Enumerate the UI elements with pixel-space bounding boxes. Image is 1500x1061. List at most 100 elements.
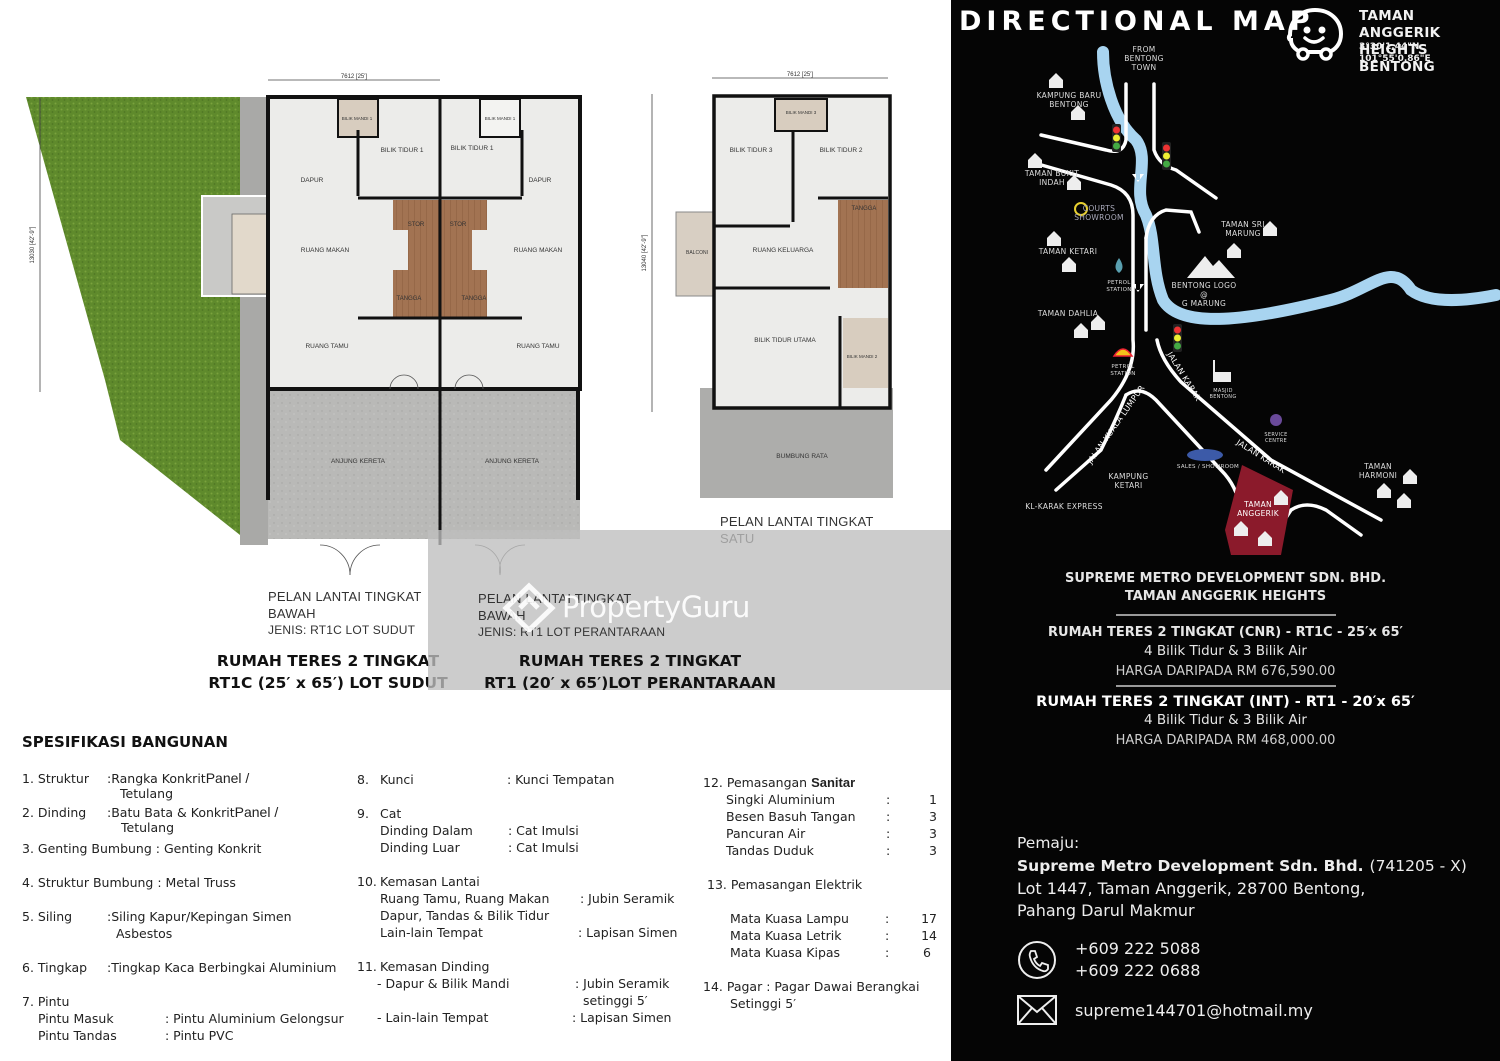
spec-sub-key: Pintu Masuk xyxy=(38,1011,114,1026)
house-icons xyxy=(1028,73,1417,508)
specs-column-3: 12. Pemasangan Sanitar Singki Aluminium:… xyxy=(703,774,943,1012)
spec-kemasan-lantai: 10. Kemasan Lantai xyxy=(357,873,687,890)
spec-sub-key: Tandas Duduk xyxy=(726,843,814,858)
map-label-kl-karak-express: KL-KARAK EXPRESS xyxy=(1025,502,1103,511)
map-label-taman-dahlia: TAMAN DAHLIA xyxy=(1037,309,1099,318)
map-label-service-centre: SERVICE CENTRE xyxy=(1264,432,1288,444)
title-line: RUMAH TERES 2 TINGKAT xyxy=(216,652,440,670)
floor-plan-panel: 7612 [25'] 13030 [42'-9"] BILIK MANDI 1 … xyxy=(22,72,951,1044)
spec-elektrik-title: 13. Pemasangan Elektrik xyxy=(707,877,863,892)
spec-sub-row: Besen Basuh Tangan:3 xyxy=(726,809,937,824)
map-label-petrol-station: PETROL STATION xyxy=(1110,364,1136,377)
product-price: HARGA DARIPADA RM 468,000.00 xyxy=(1115,733,1336,748)
svg-text:13030 [42'-9"]: 13030 [42'-9"] xyxy=(30,226,36,263)
spec-genting-bumbung: 3. Genting Bumbung : Genting Konkrit xyxy=(22,841,262,856)
map-label-bentong-logo: BENTONG LOGO @ G MARUNG xyxy=(1171,281,1237,308)
spec-num: 10. xyxy=(357,874,377,889)
spec-sub-row: Dinding Luar : Cat Imulsi xyxy=(357,839,687,856)
map-label-petrol-station: PETROL STATION xyxy=(1106,280,1132,293)
spec-struktur: 1. Struktur : Rangka Konkrit Panel / xyxy=(22,770,352,787)
spec-sub-value: : Lapisan Simen xyxy=(578,925,678,940)
svg-text:BALCONI: BALCONI xyxy=(686,250,708,256)
spec-sub-value: 14 xyxy=(921,928,937,943)
floor-plan-drawing: 7612 [25'] 13030 [42'-9"] BILIK MANDI 1 … xyxy=(26,72,893,576)
map-label-bukit-indah: TAMAN BUKIT INDAH xyxy=(1024,169,1080,187)
spec-sub-value: 3 xyxy=(929,843,937,858)
divider xyxy=(1115,685,1336,687)
svg-text:RUANG MAKAN: RUANG MAKAN xyxy=(514,247,563,254)
mountain-icon xyxy=(1187,256,1235,278)
email-link[interactable]: supreme144701@hotmail.my xyxy=(1075,1000,1313,1020)
plan-label-line: PELAN LANTAI TINGKAT xyxy=(268,589,422,604)
map-label-sri-marung: TAMAN SRI MARUNG xyxy=(1221,220,1265,238)
svg-text:TANGGA: TANGGA xyxy=(462,296,487,302)
waze-icon[interactable] xyxy=(1285,6,1345,62)
map-label-taman-anggerik: TAMAN ANGGERIK xyxy=(1237,500,1279,518)
svg-text:RUANG TAMU: RUANG TAMU xyxy=(305,343,348,350)
spec-key-bold: Sanitar xyxy=(811,775,856,790)
spec-sub-value: : Cat Imulsi xyxy=(508,823,579,838)
phone-number-2[interactable]: +609 222 0688 xyxy=(1075,961,1201,980)
spec-sub-key: Mata Kuasa Kipas xyxy=(730,945,841,960)
spec-sub-key: Pancuran Air xyxy=(726,826,806,841)
spec-key: 2. Dinding xyxy=(22,805,87,820)
watermark-overlay xyxy=(428,530,951,690)
svg-text:BILIK TIDUR 3: BILIK TIDUR 3 xyxy=(730,147,773,154)
spec-value: : Kunci Tempatan xyxy=(507,772,615,787)
svg-text:DAPUR: DAPUR xyxy=(529,177,552,184)
title-line: RT1C (25′ x 65′) LOT SUDUT xyxy=(208,674,448,692)
location-name-line: TAMAN ANGGERIK xyxy=(1359,8,1441,41)
envelope-icon xyxy=(1017,995,1057,1025)
spec-sub-key: - Lain-lain Tempat xyxy=(377,1010,489,1025)
spec-value: Batu Bata & Konkrit xyxy=(111,805,235,820)
svg-text:BILIK TIDUR 1: BILIK TIDUR 1 xyxy=(381,147,424,154)
spec-sub-row: Dinding Dalam : Cat Imulsi xyxy=(357,822,687,839)
svg-text:STOR: STOR xyxy=(450,222,467,228)
svg-text:BILIK TIDUR 2: BILIK TIDUR 2 xyxy=(820,147,863,154)
spec-value: Panel / xyxy=(234,804,279,820)
spec-sub-key: Ruang Tamu, Ruang Makan xyxy=(380,891,550,906)
spec-key: 12. Pemasangan xyxy=(703,775,812,790)
spec-sub-row: Pancuran Air:3 xyxy=(726,826,937,841)
spec-sub-row: Mata Kuasa Kipas:6 xyxy=(730,945,931,960)
directional-map-panel: DIRECTIONAL MAP TAMAN ANGGERIK HEIGHTS B… xyxy=(951,0,1500,1061)
specs-title: SPESIFIKASI BANGUNAN xyxy=(22,733,228,751)
company-reg-no: (741205 - X) xyxy=(1369,857,1467,875)
svg-text:BILIK MANDI 1: BILIK MANDI 1 xyxy=(485,116,516,121)
spec-sub-key: Pintu Tandas xyxy=(38,1028,117,1043)
spec-key: 5. Siling xyxy=(22,909,73,924)
spec-sub-value: : Cat Imulsi xyxy=(508,840,579,855)
phone-number-1[interactable]: +609 222 5088 xyxy=(1075,939,1201,958)
spec-sub-row: Singki Aluminium:1 xyxy=(726,792,937,807)
spec-sub-row: Mata Kuasa Lampu:17 xyxy=(730,911,937,926)
spec-sub-row: Pintu Tandas : Pintu PVC xyxy=(22,1027,352,1044)
spec-sub-key: Besen Basuh Tangan xyxy=(726,809,856,824)
svg-text:RUANG TAMU: RUANG TAMU xyxy=(516,343,559,350)
spec-kunci: 8. Kunci : Kunci Tempatan xyxy=(357,771,687,788)
plan-label-line: PELAN LANTAI TINGKAT xyxy=(720,514,874,529)
address-line: Pahang Darul Makmur xyxy=(1017,901,1195,920)
product-title: RUMAH TERES 2 TINGKAT (CNR) - RT1C - 25′… xyxy=(1048,625,1403,640)
location-coordinates: 3°30'1.44"N 101°55'0.86"E xyxy=(1359,41,1431,65)
latitude: 3°30'1.44"N xyxy=(1359,42,1420,52)
spec-num: 8. xyxy=(357,772,369,787)
spec-kemasan-dinding: 11. Kemasan Dinding xyxy=(357,958,687,975)
spec-num: 9. xyxy=(357,806,369,821)
spec-key: Kemasan Dinding xyxy=(380,959,490,974)
spec-sub-row: Ruang Tamu, Ruang Makan : Jubin Seramik xyxy=(357,890,687,907)
project-name: TAMAN ANGGERIK HEIGHTS xyxy=(1124,589,1327,604)
spec-struktur-bumbung: 4. Struktur Bumbung : Metal Truss xyxy=(22,875,236,890)
spec-dinding: 2. Dinding : Batu Bata & Konkrit Panel / xyxy=(22,804,352,821)
map-label-masjid: MASJID BENTONG xyxy=(1209,388,1237,400)
spec-sub-key: Dinding Dalam xyxy=(380,823,473,838)
developer-contact: Pemaju: Supreme Metro Development Sdn. B… xyxy=(1017,832,1467,922)
divider xyxy=(1115,614,1336,616)
spec-sub-key: Dinding Luar xyxy=(380,840,460,855)
spec-sub-value-cont: setinggi 5′ xyxy=(583,993,648,1008)
svg-text:RUANG KELUARGA: RUANG KELUARGA xyxy=(753,247,814,254)
longitude: 101°55'0.86"E xyxy=(1359,54,1431,64)
product-rooms: 4 Bilik Tidur & 3 Bilik Air xyxy=(1144,643,1307,659)
watermark-text: PropertyGuru xyxy=(562,590,750,624)
product-rooms: 4 Bilik Tidur & 3 Bilik Air xyxy=(1144,712,1307,728)
svg-text:BILIK TIDUR UTAMA: BILIK TIDUR UTAMA xyxy=(754,337,816,344)
